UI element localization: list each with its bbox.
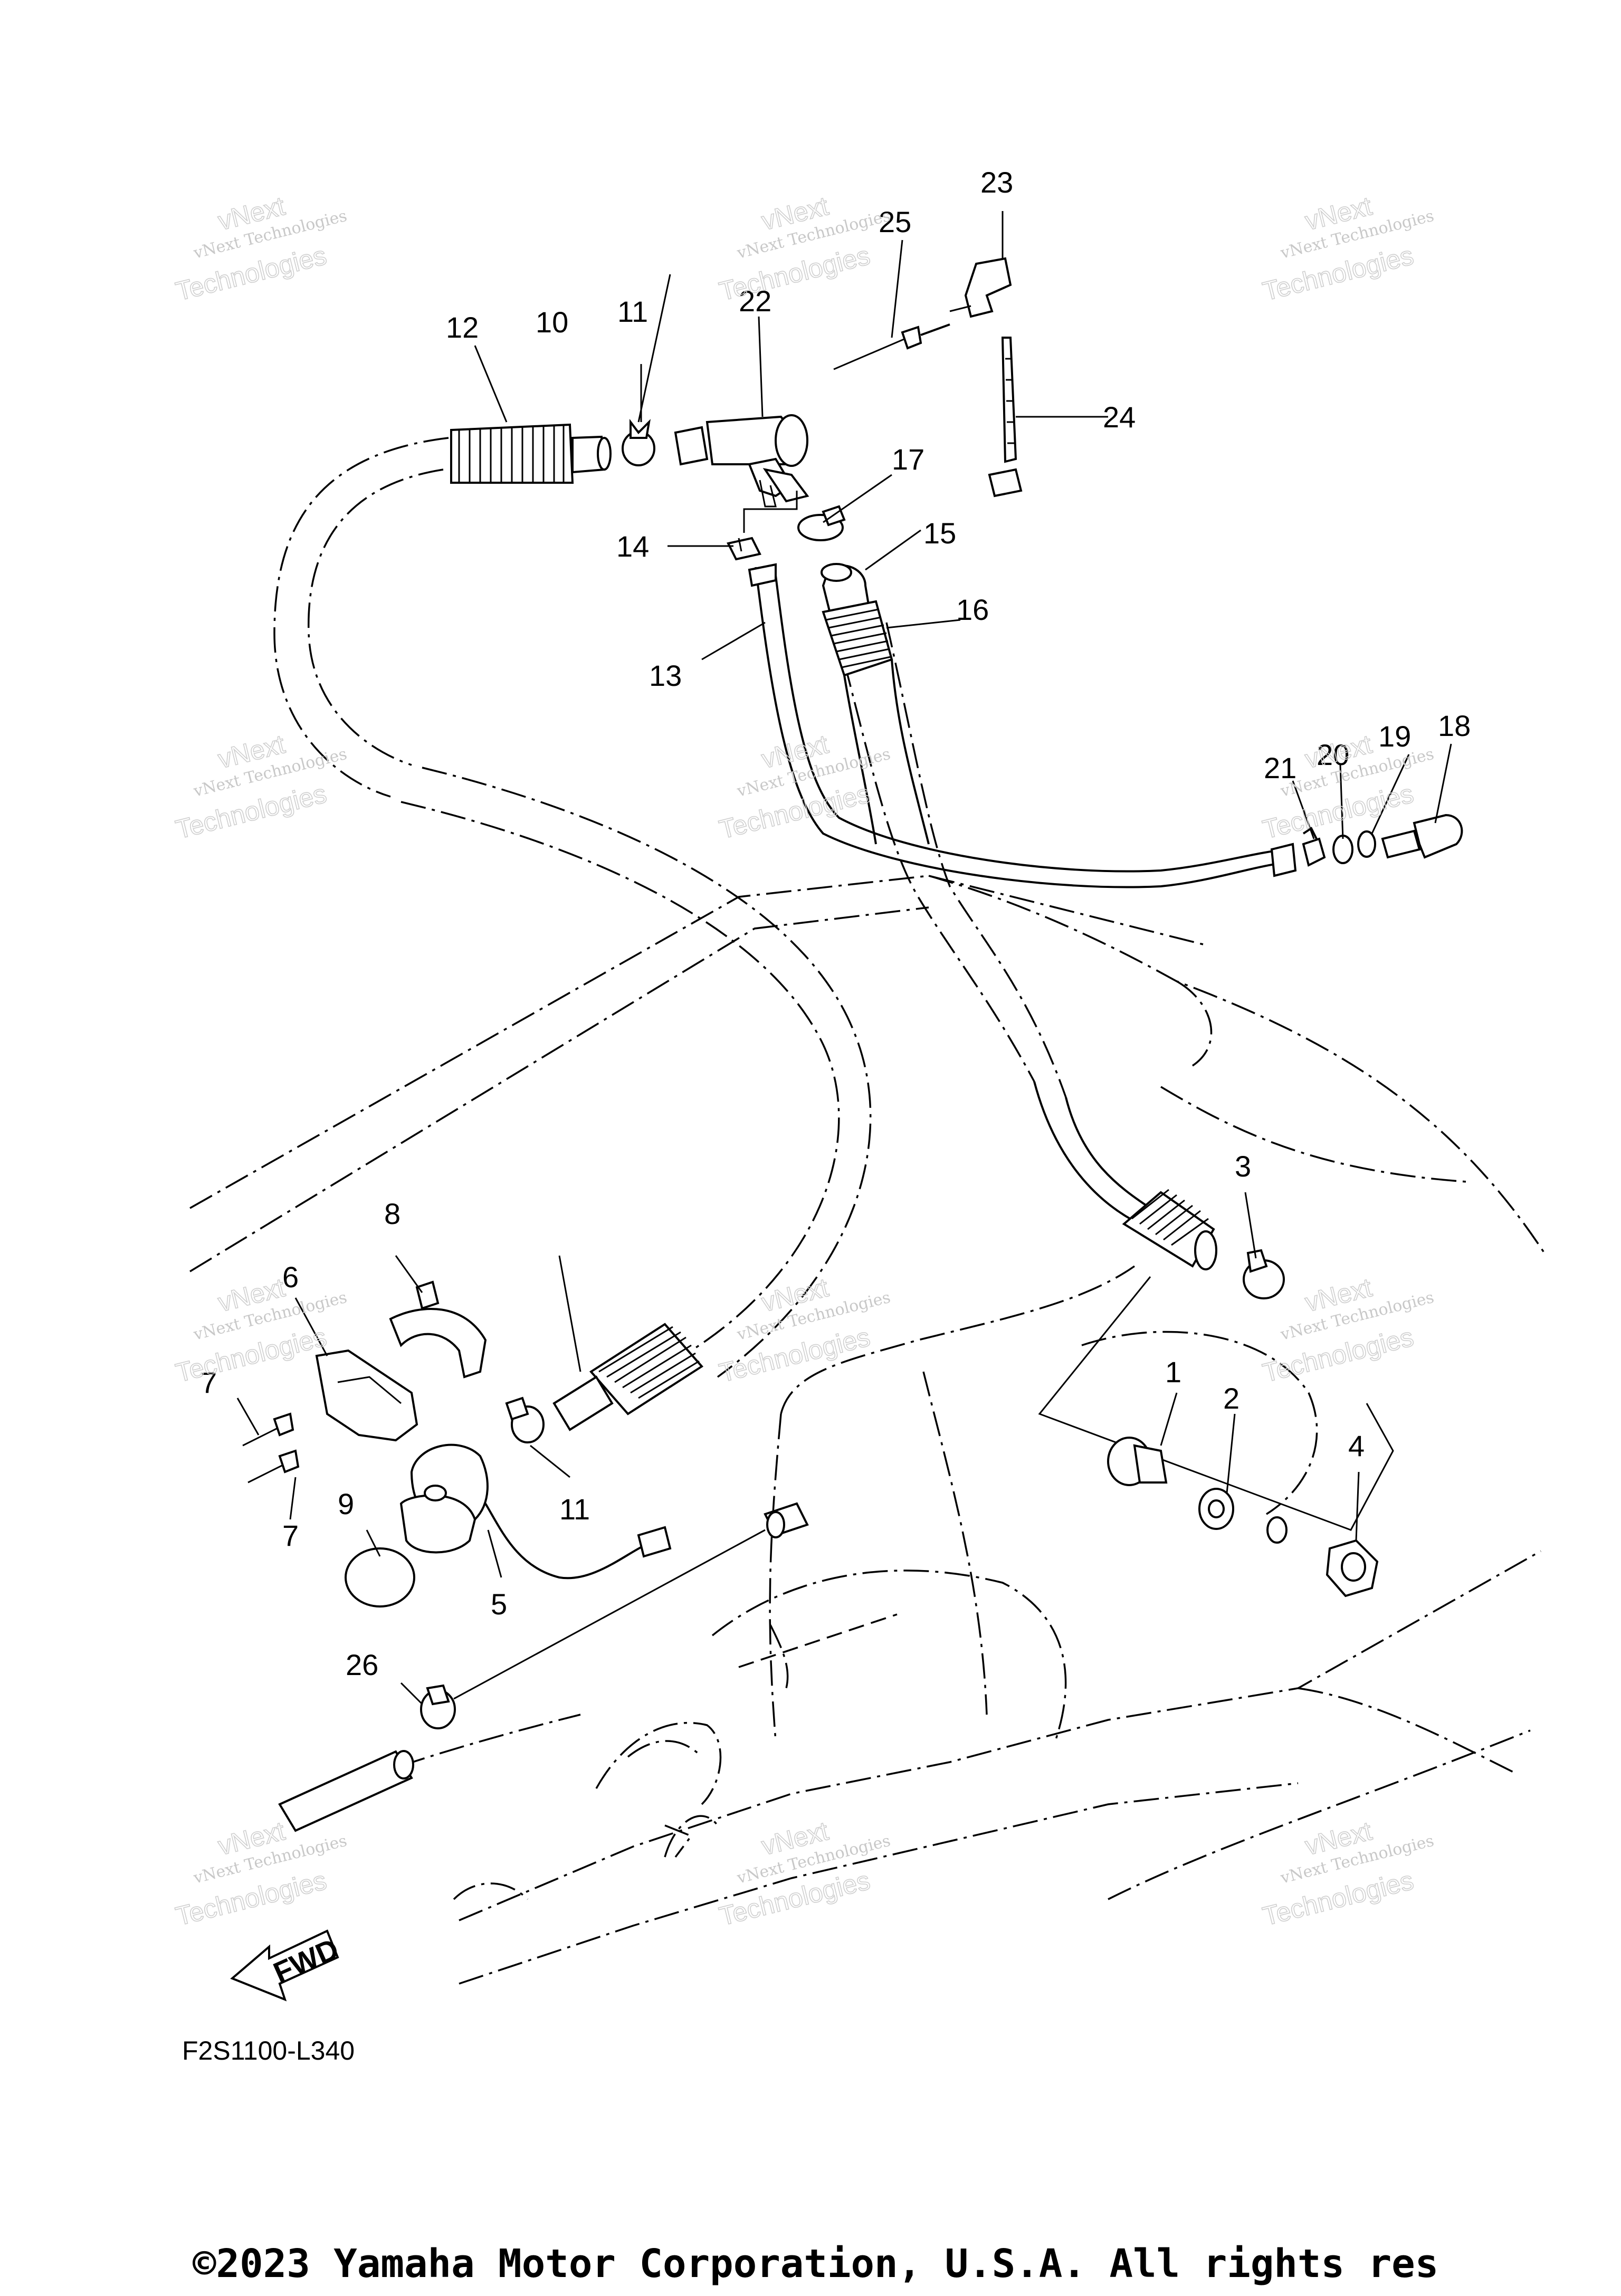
callout-25: 25 — [879, 205, 911, 238]
callout-23: 23 — [980, 166, 1013, 199]
fitting-18-21 — [1270, 814, 1463, 877]
holder-6 — [315, 1349, 418, 1442]
clamp-11-top — [622, 419, 655, 466]
callout-9: 9 — [338, 1487, 354, 1520]
clamp-14 — [727, 537, 761, 561]
callout-numbers: 1 2 3 4 5 6 7 7 8 9 10 11 11 12 13 14 15… — [201, 166, 1471, 1681]
hull-outline — [189, 875, 1547, 1985]
callout-16: 16 — [956, 593, 989, 626]
callout-15: 15 — [923, 516, 956, 550]
diagram-code: F2S1100-L340 — [182, 2036, 355, 2065]
callout-19: 19 — [1378, 720, 1411, 753]
clip-23 — [949, 257, 1012, 318]
callout-3: 3 — [1235, 1150, 1251, 1183]
callout-12: 12 — [446, 311, 479, 344]
hose-end-3 — [1122, 1189, 1285, 1299]
callout-24: 24 — [1103, 400, 1136, 434]
hose-13-end — [748, 563, 777, 587]
callout-1: 1 — [1165, 1355, 1181, 1389]
fitting-1-2-4 — [1038, 1276, 1394, 1597]
callout-26: 26 — [346, 1648, 378, 1681]
callout-4: 4 — [1348, 1429, 1365, 1462]
hose-16 — [821, 563, 930, 845]
cap-9 — [345, 1547, 415, 1608]
callout-18: 18 — [1438, 709, 1471, 742]
callout-13: 13 — [649, 659, 682, 692]
rivets-7 — [242, 1412, 300, 1484]
copyright-notice: ©2023 Yamaha Motor Corporation, U.S.A. A… — [193, 2241, 1439, 2287]
callout-22: 22 — [739, 284, 771, 318]
leader-lines — [236, 211, 1452, 1705]
hose-12-route — [273, 437, 1288, 1378]
callout-14: 14 — [616, 530, 649, 563]
callout-5: 5 — [491, 1587, 507, 1621]
hose-12-lower-end — [552, 1323, 704, 1431]
jet-pump-outline — [595, 1624, 789, 1858]
callout-20: 20 — [1317, 738, 1349, 771]
callout-2: 2 — [1223, 1382, 1239, 1415]
callout-21: 21 — [1264, 751, 1296, 785]
fitting-22 — [674, 414, 809, 508]
callout-8: 8 — [384, 1197, 401, 1230]
clamp-11-lower — [505, 1396, 545, 1443]
hose-12-end — [450, 423, 612, 484]
callout-11-top: 11 — [617, 295, 648, 328]
callout-17: 17 — [892, 443, 924, 476]
fwd-arrow-icon: FWD — [230, 1929, 344, 2002]
callout-7b: 7 — [282, 1519, 299, 1552]
bracket-8 — [389, 1280, 487, 1379]
cable-tie-24 — [988, 337, 1023, 498]
rivet-25 — [833, 323, 950, 370]
pump-5 — [399, 1443, 672, 1580]
callout-10: 10 — [536, 305, 568, 339]
callout-6: 6 — [282, 1260, 299, 1294]
sensor-26 — [278, 1502, 809, 1832]
callout-7a: 7 — [201, 1366, 217, 1399]
callout-11-lower: 11 — [559, 1493, 590, 1526]
